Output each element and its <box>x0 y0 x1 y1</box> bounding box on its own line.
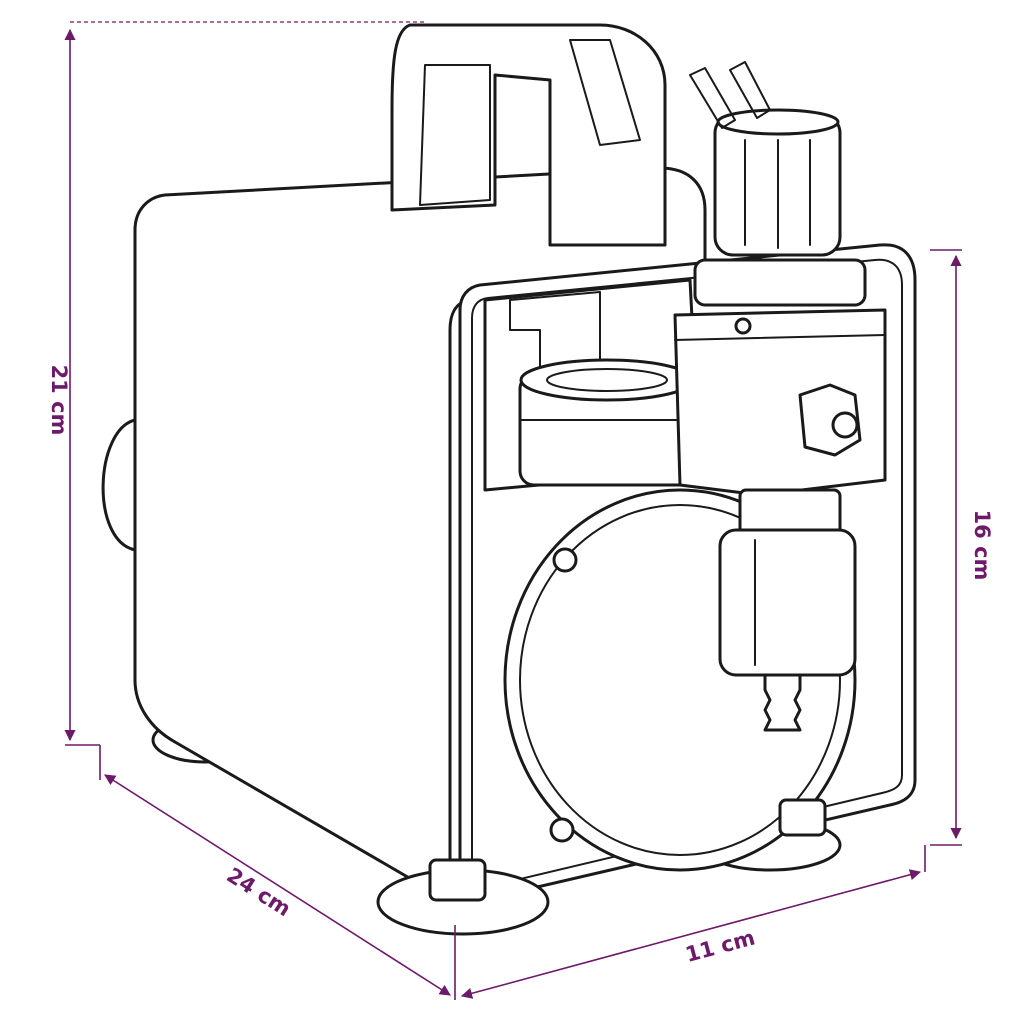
regulator-edge <box>674 334 886 341</box>
depth-arrow <box>104 774 451 996</box>
motor-cover-rim <box>519 504 841 856</box>
filter-bowl <box>718 528 857 677</box>
pressure-gauge-glass <box>546 368 668 392</box>
drain-valve <box>763 673 802 732</box>
depth-label: 24 cm <box>222 863 295 921</box>
side-knob <box>101 418 137 552</box>
regulator-knob-top <box>716 108 840 136</box>
height-label: 21 cm <box>47 365 71 436</box>
cover-bolt-bottom <box>549 817 575 843</box>
width-arrow <box>460 869 922 999</box>
regulator-collar <box>693 258 867 307</box>
foot-front-right-post <box>778 798 827 837</box>
cover-bolt-top <box>552 547 578 573</box>
filter-neck <box>738 488 842 537</box>
width-label: 11 cm <box>683 925 758 967</box>
carry-handle <box>390 23 667 247</box>
regulator-screw <box>734 317 752 335</box>
handle-grip-detail <box>569 39 641 146</box>
airbrush-holder <box>689 61 771 129</box>
foot-front-left-post <box>428 858 487 902</box>
front-frame-inner <box>471 258 903 887</box>
compressor-illustration <box>101 23 917 936</box>
air-outlet-port <box>831 411 859 439</box>
frame-height-label: 16 cm <box>970 510 994 581</box>
handle-inner <box>419 64 491 206</box>
